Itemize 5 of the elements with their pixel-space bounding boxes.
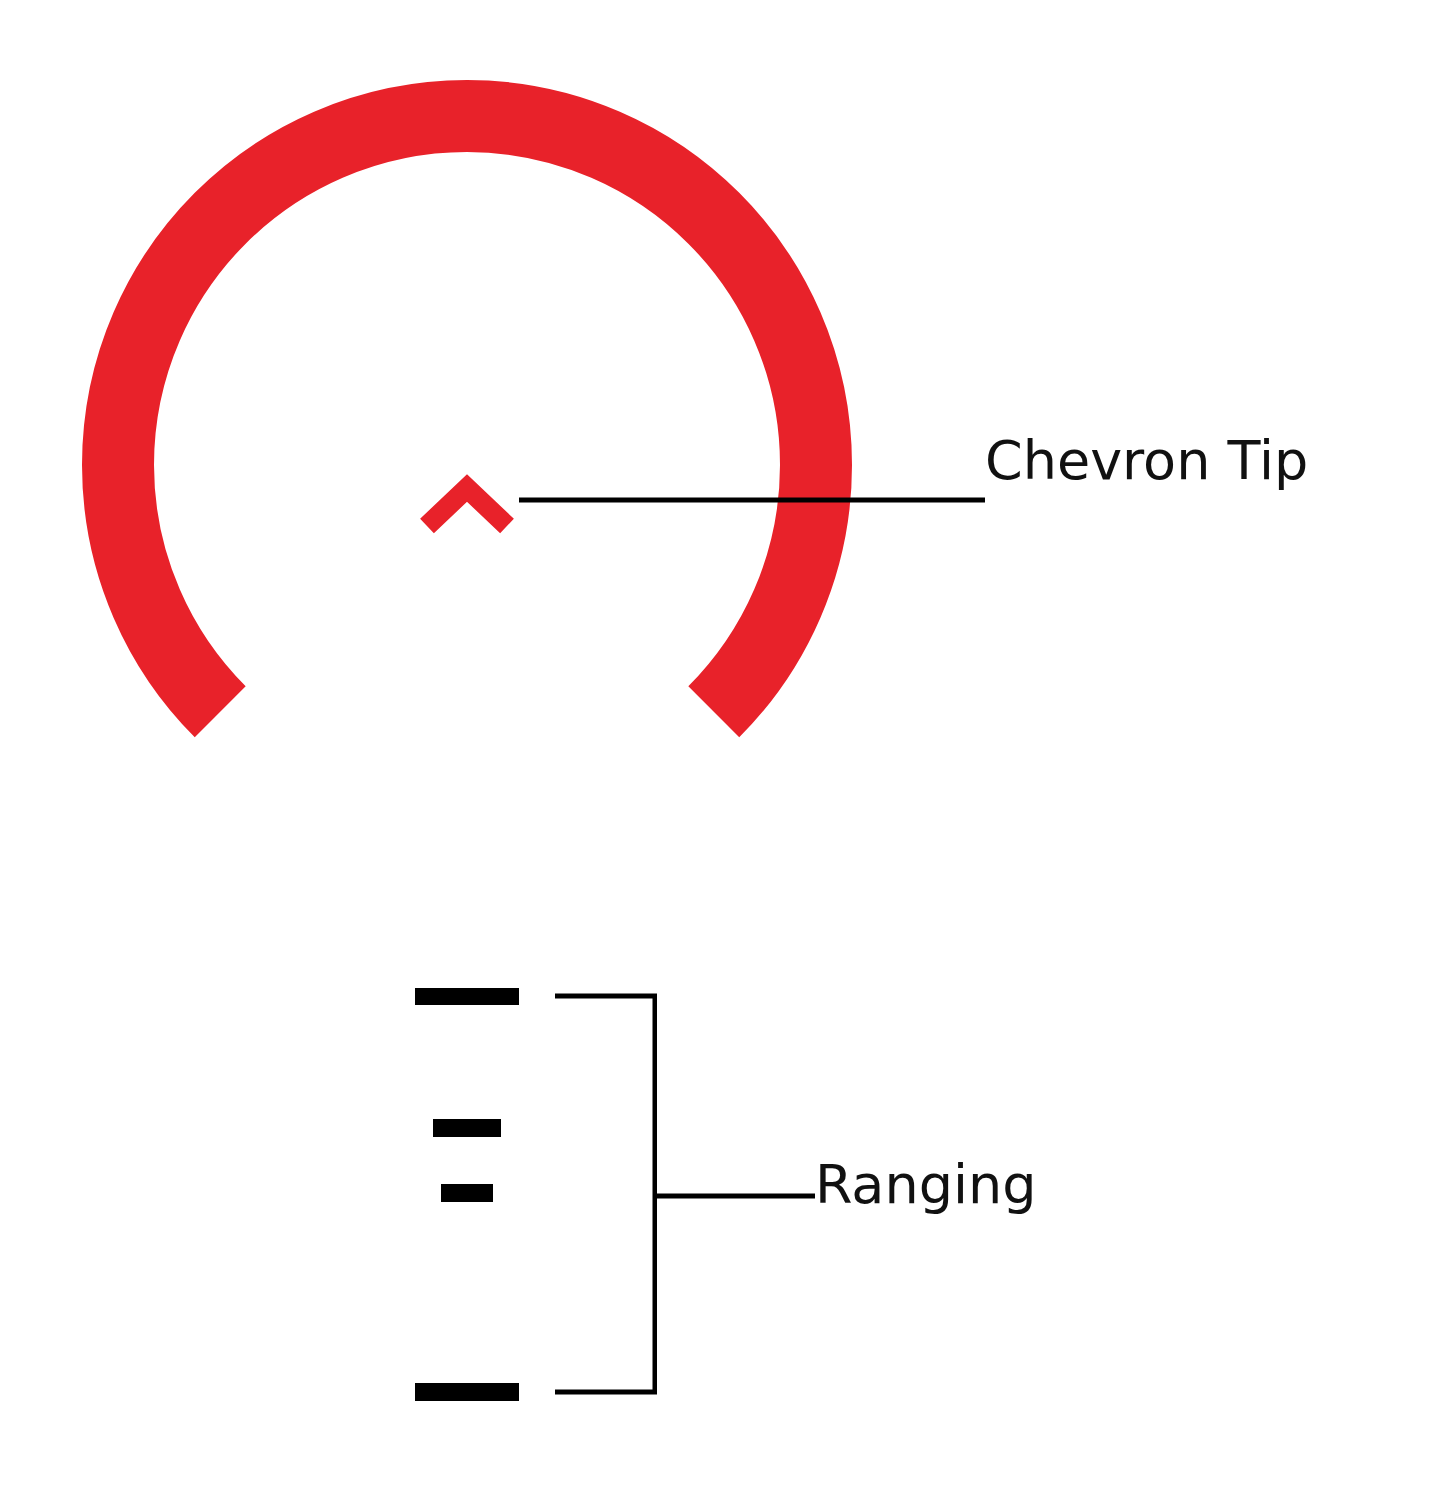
leader-line xyxy=(516,497,985,503)
ranging-marks-drawing xyxy=(415,988,657,1404)
callout-label: Ranging xyxy=(815,1152,1038,1212)
leader-line xyxy=(654,1193,815,1199)
callout-label: Chevron Tip xyxy=(985,428,1310,488)
